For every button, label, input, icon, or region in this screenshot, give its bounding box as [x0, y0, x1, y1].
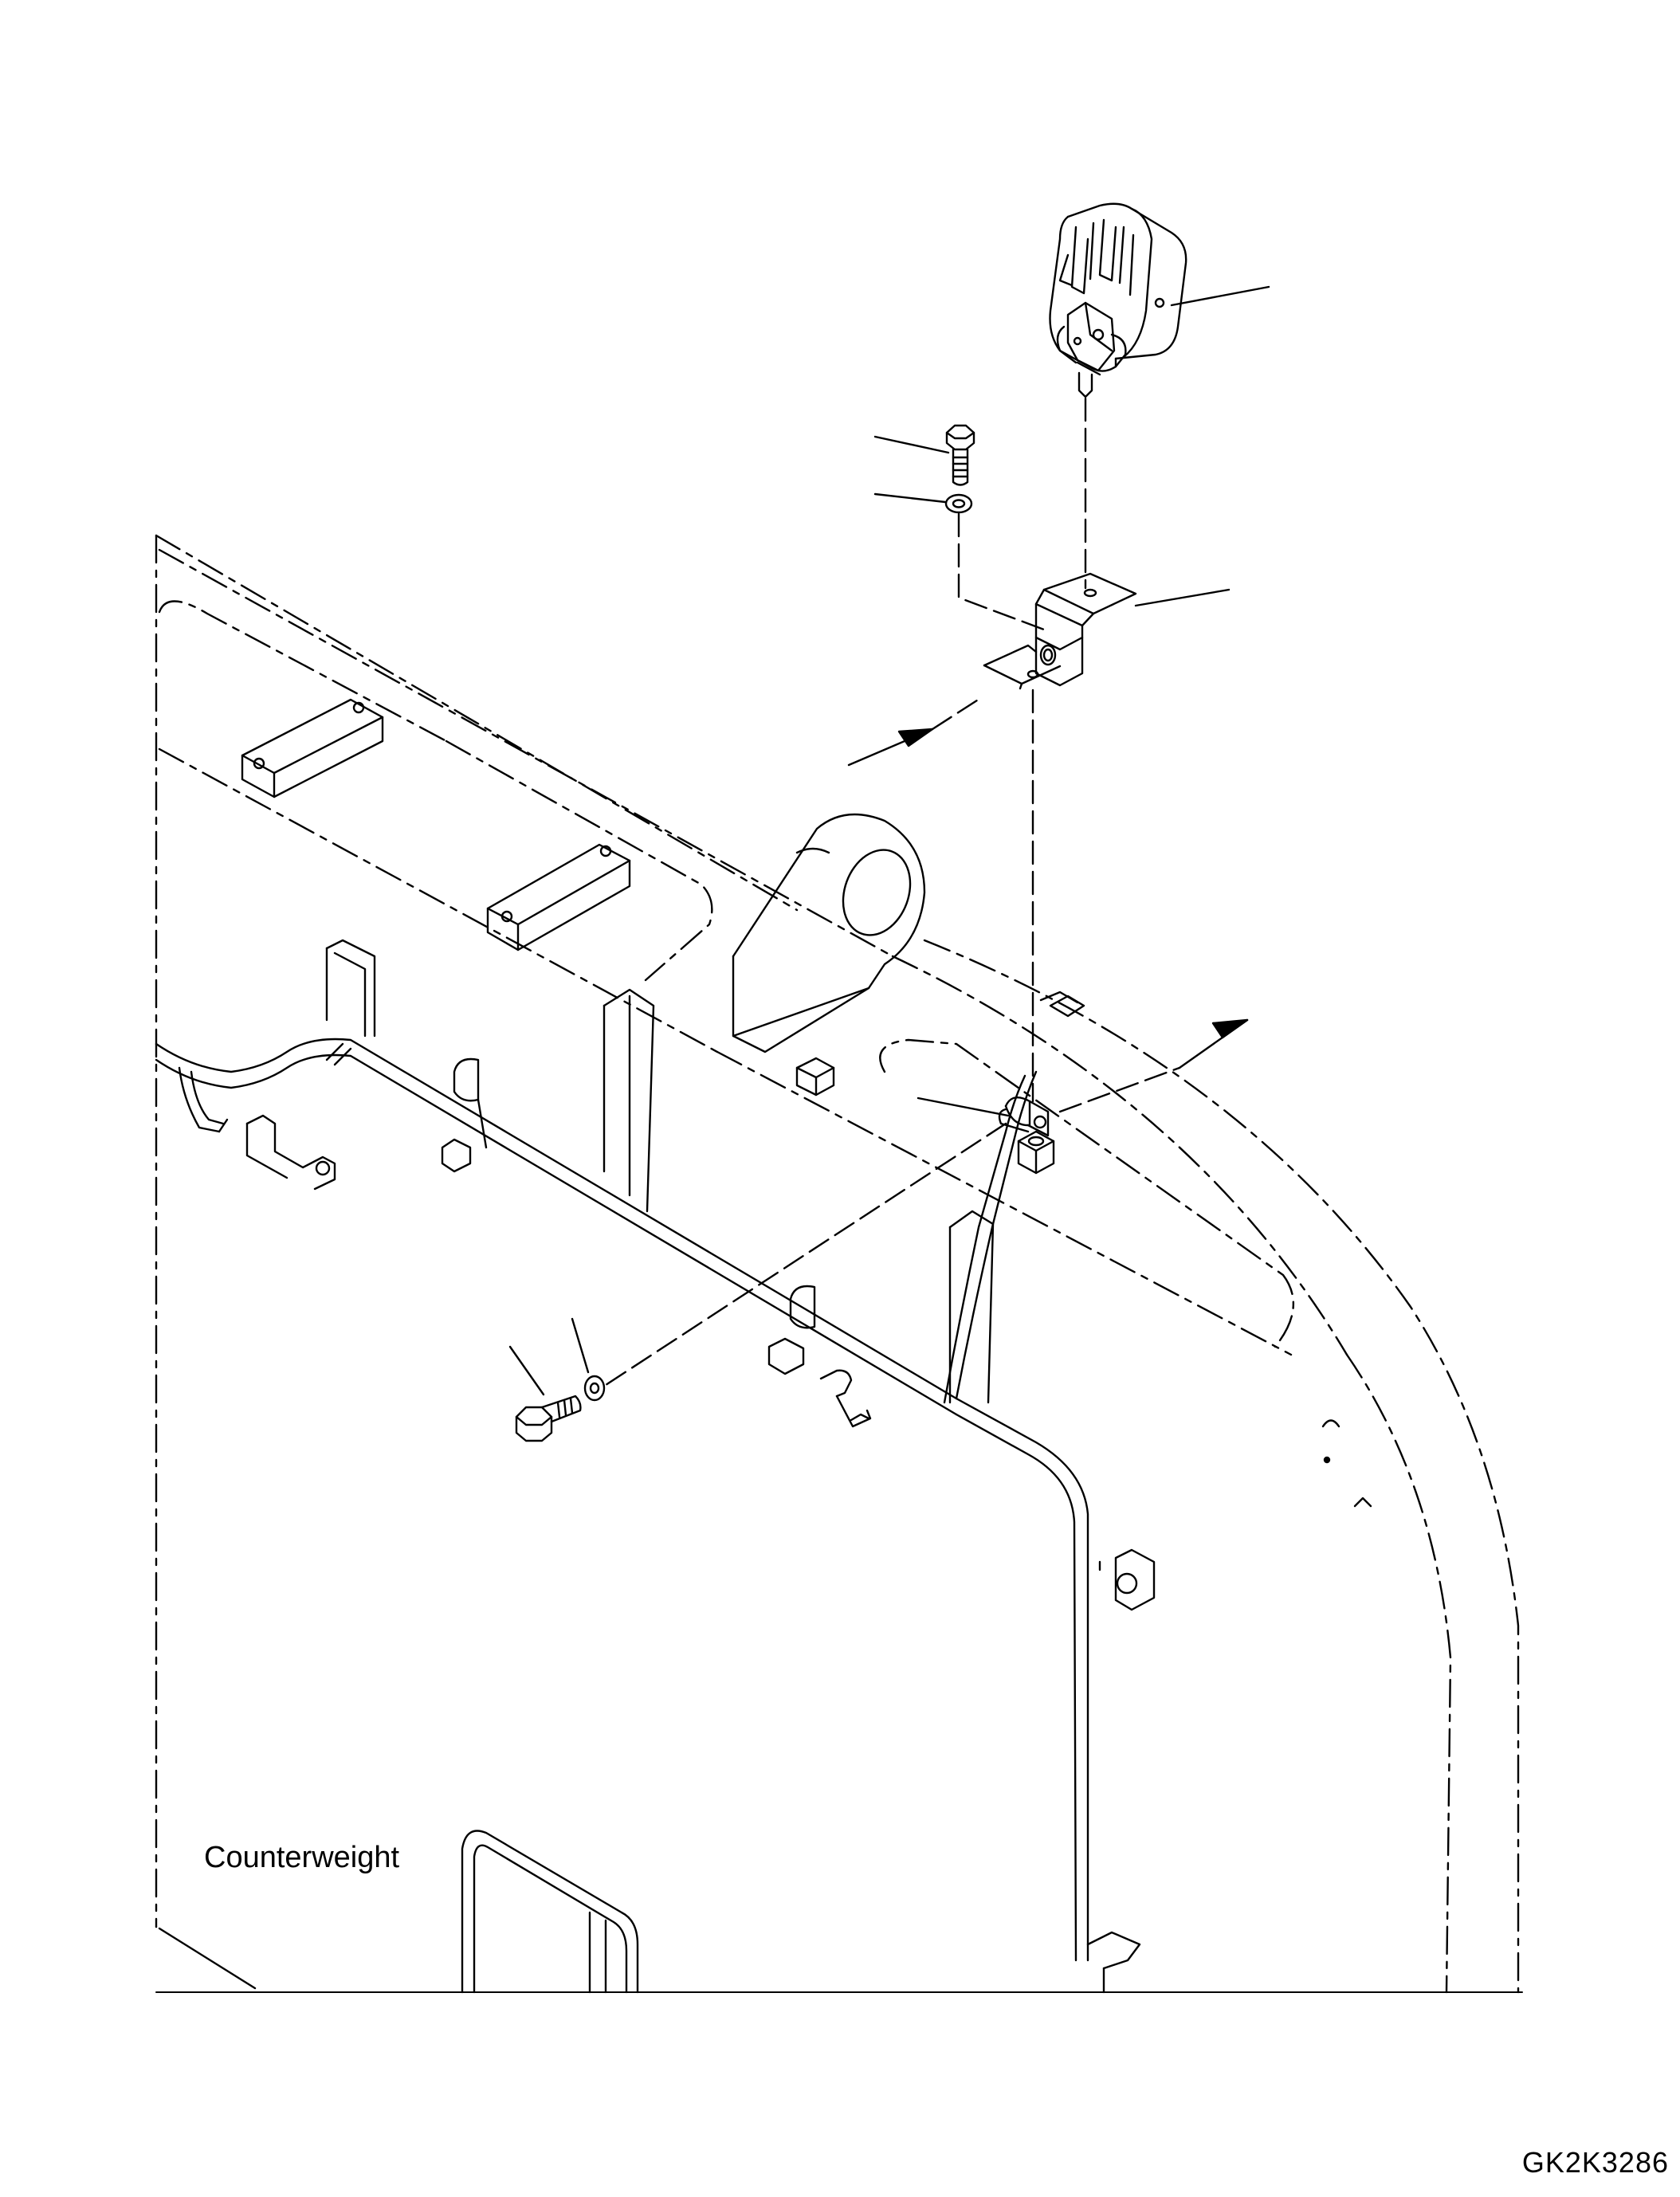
leader-washer	[873, 492, 947, 504]
bracket-icon	[983, 572, 1137, 690]
edge-tab-2	[1353, 1497, 1372, 1508]
edge-hole	[1323, 1456, 1331, 1464]
harness-clip	[1039, 991, 1085, 1018]
nut-left	[795, 1057, 835, 1097]
harness-bracket-left	[325, 939, 376, 1038]
clamp-icon	[998, 1097, 1050, 1137]
leader-bracket	[1134, 588, 1231, 607]
harness-clamp-2	[767, 1285, 816, 1375]
arrow-icon	[847, 696, 983, 767]
bottom-bracket	[1086, 1931, 1141, 1994]
leader-bolt	[873, 435, 950, 454]
nut-icon	[1017, 1130, 1055, 1175]
bolt-lower-icon	[515, 1395, 582, 1442]
washer-icon	[944, 493, 973, 514]
harness-bracket-right	[1098, 1548, 1156, 1611]
assembly-lines	[604, 397, 1181, 1387]
lower-frame	[461, 1830, 639, 1994]
lifting-eye	[732, 813, 926, 1053]
washer-lower-icon	[583, 1375, 606, 1402]
counterweight-label: Counterweight	[204, 1841, 400, 1874]
mount-block-2	[486, 843, 631, 951]
leader-clamp	[917, 1097, 1010, 1117]
leader-bolt-lower	[508, 1345, 545, 1396]
harness-clamp-1	[441, 1057, 488, 1173]
counterweight-outline	[155, 534, 1523, 1994]
work-lamp-icon	[1049, 202, 1187, 398]
rib-center	[603, 988, 655, 1213]
edge-tab	[1321, 1419, 1340, 1428]
small-bracket-left	[245, 1114, 336, 1191]
leader-work-lamp	[1170, 285, 1270, 307]
rib-right	[948, 1210, 995, 1404]
terminal	[819, 1369, 872, 1428]
mount-block-1	[241, 698, 384, 798]
wire-harness	[155, 1038, 1089, 1962]
leader-washer-lower	[571, 1317, 590, 1374]
arrow-right-icon	[1178, 1018, 1249, 1069]
counterweight-body	[155, 698, 1372, 1994]
bolt-icon	[945, 424, 975, 486]
drawing-code-label: GK2K3286	[1521, 2146, 1669, 2179]
